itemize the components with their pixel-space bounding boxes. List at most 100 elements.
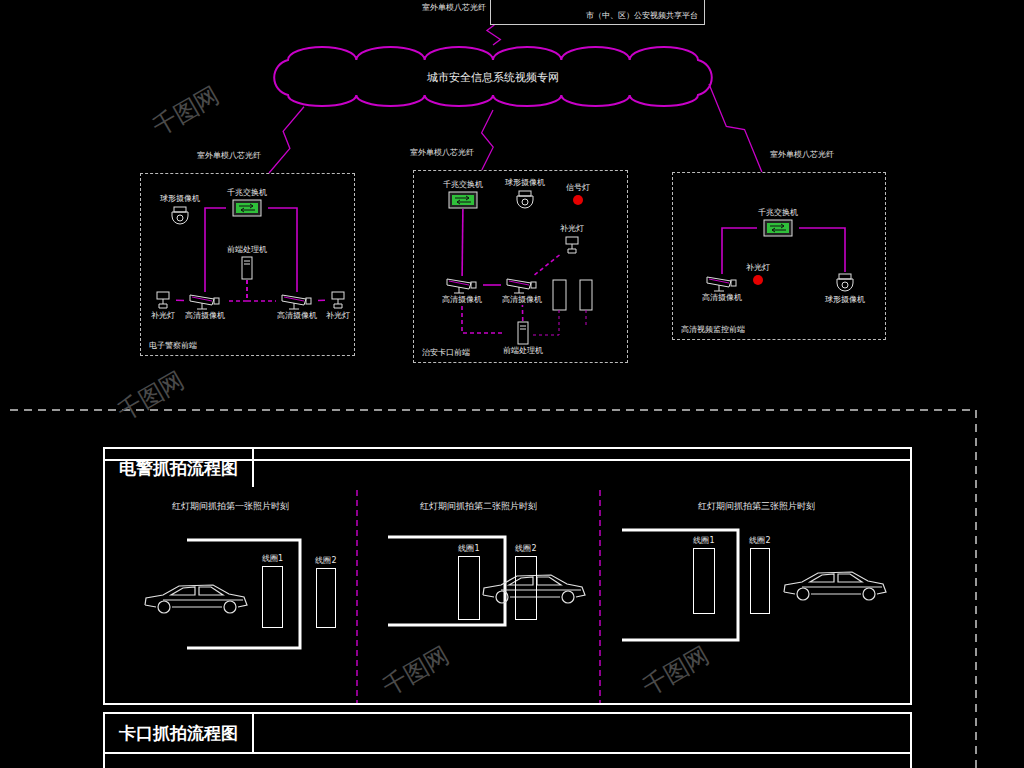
cable-link [522,305,524,321]
network-switch-icon [448,191,478,209]
fiber-link [487,25,500,45]
car-outline [784,572,886,600]
bullet-camera-icon [188,292,222,310]
device-label: 线圈1 [262,554,283,564]
cable-link [533,255,559,276]
dome-camera-icon [514,189,536,211]
processing-unit: 前端处理机 [502,321,544,356]
equipment-zone: 千兆交换机球形摄像机信号灯高清摄像机高清摄像机补光灯前端处理机治安卡口前端 [413,170,628,363]
device-label: 球形摄像机 [825,295,865,305]
fill-light-icon [154,290,172,310]
device-label: 高清摄像机 [502,295,542,305]
device-label: 补光灯 [560,224,584,234]
section-separator [975,410,977,768]
cable-link [722,228,757,274]
detector-post: 线圈1 [262,566,283,628]
network-switch-icon [232,199,262,217]
processing-unit-icon [517,321,529,345]
watermark: 千图网 [147,79,225,143]
equipment-zone: 千兆交换机球形摄像机前端处理机高清摄像机高清摄像机补光灯补光灯电子警察前端 [140,173,355,356]
watermark: 千图网 [377,639,455,703]
step-divider [599,490,601,703]
flow-section: 卡口抓拍流程图 [103,712,912,768]
cable-link [462,305,502,333]
fiber-link [482,110,494,170]
car-outline [483,575,585,603]
bullet-camera-icon [705,274,739,292]
section-title: 卡口抓拍流程图 [105,714,254,752]
step-divider [356,490,358,703]
cable-link [483,284,501,286]
gantry-bracket [187,540,300,648]
bullet-camera: 高清摄像机 [276,292,318,321]
cable-link [247,280,276,301]
network-switch: 千兆交换机 [442,180,484,209]
network-switch: 千兆交换机 [226,188,268,217]
device-label: 补光灯 [326,311,350,321]
bullet-camera-icon [445,276,479,294]
detector-post [580,280,592,310]
flow-step: 线圈1 线圈2 红灯期间抓拍第一张照片时刻 [103,487,357,705]
fiber-link [709,84,762,172]
dome-camera: 球形摄像机 [824,272,866,305]
device-label: 球形摄像机 [160,194,200,204]
device-label: 补光灯 [746,263,770,273]
section-separator [10,409,976,411]
fill-light: 补光灯 [559,224,585,255]
detector-post: 线圈2 [515,556,537,620]
fiber-label: 室外单模八芯光纤 [768,150,836,160]
bullet-camera: 高清摄像机 [184,292,226,321]
device-label: 线圈1 [693,536,714,546]
device-label: 前端处理机 [227,245,267,255]
detector-post: 线圈2 [316,568,336,628]
flow-step: 线圈1线圈2红灯期间抓拍第二张照片时刻 [357,487,600,705]
detector-post [553,280,566,310]
equipment-zone: 千兆交换机高清摄像机 补光灯球形摄像机高清视频监控前端 [672,172,886,340]
device-label: 市（中、区）公安视频共享平台 [586,11,698,21]
device-label: 千兆交换机 [443,180,483,190]
device-label: 高清摄像机 [185,311,225,321]
section-title: 电警抓拍流程图 [105,449,254,487]
cloud-outline [268,45,718,110]
device-label: 高清摄像机 [277,311,317,321]
dome-camera: 球形摄像机 [504,178,546,211]
fill-light-icon [329,290,347,310]
bullet-camera-icon [505,276,539,294]
device-label: 千兆交换机 [227,188,267,198]
fiber-label: 室外单模八芯光纤 [195,151,263,161]
cable-link [226,280,247,301]
cable-link [176,300,184,302]
signal-light: 信号灯 [565,183,591,206]
gantry-bracket [622,530,738,640]
signal-light-icon [752,274,764,286]
flow-section: 线圈1线圈2红灯期间抓拍第一张照片时刻线圈1线圈2红灯期间抓拍第二张照片时刻线圈… [103,447,912,705]
cable-link [205,208,226,292]
dome-camera-icon [169,205,191,227]
bullet-camera: 高清摄像机 [701,274,743,303]
device-label: 线圈1 [458,544,479,554]
device-label: 高清摄像机 [702,293,742,303]
fill-light: 补光灯 [325,290,351,321]
device-label: 高清视频监控前端 [681,325,745,335]
bullet-camera: 高清摄像机 [441,276,483,305]
fiber-link [269,107,304,173]
fill-light-icon [563,235,581,255]
header-rule [105,459,910,461]
device-label: 信号灯 [566,183,590,193]
bullet-camera: 高清摄像机 [501,276,543,305]
step-caption: 红灯期间抓拍第一张照片时刻 [103,501,357,512]
cable-link [318,300,325,302]
detector-post: 线圈2 [750,548,770,614]
device-label: 千兆交换机 [758,208,798,218]
network-cloud: 城市安全信息系统视频专网 [268,45,718,110]
fiber-label: 室外单模八芯光纤 [420,3,488,13]
cable-link [461,209,463,276]
fill-light: 补光灯 [150,290,176,321]
detector-post: 线圈1 [693,548,715,614]
device-label: 球形摄像机 [505,178,545,188]
processing-unit: 前端处理机 [226,245,268,280]
device-label: 线圈2 [515,544,536,554]
